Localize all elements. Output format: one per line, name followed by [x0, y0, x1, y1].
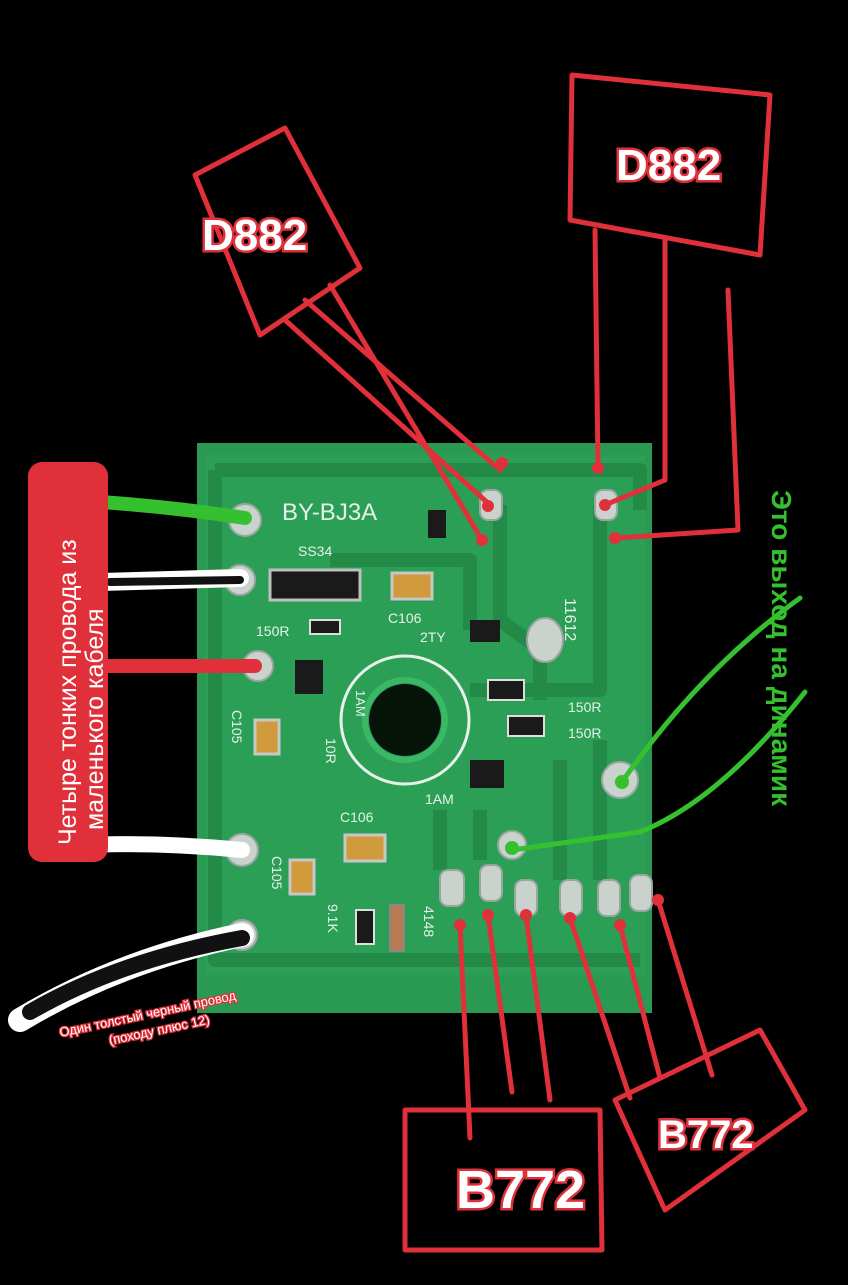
r11612-label: 11612 — [561, 598, 578, 641]
red-annotation-lines — [192, 72, 808, 1253]
left-wire-callout: Четыре тонких провода из маленького кабе… — [28, 462, 109, 862]
r9k1-label: 9.1K — [325, 904, 341, 933]
r150-left-label: 150R — [256, 623, 289, 639]
smd-components — [253, 510, 545, 952]
mounting-hole — [369, 684, 441, 756]
callout-line-2: маленького кабеля — [81, 608, 109, 830]
left-wires — [8, 493, 262, 1032]
pcb-model: BY-BJ3A — [282, 499, 377, 526]
b772-bottom-right-label: B772 — [658, 1113, 754, 1157]
d882-top-left-label: D882 — [202, 211, 307, 260]
ss34-label: SS34 — [298, 543, 332, 559]
r150-right-b-label: 150R — [568, 725, 601, 741]
1am-top-label: 1AM — [353, 690, 368, 717]
c106-top-label: C106 — [388, 610, 422, 626]
silkscreen: BY-BJ3A SS34 C106 2TY 150R 11612 150R 15… — [229, 499, 601, 937]
b772-bottom-left-label: B772 — [456, 1160, 585, 1220]
pcb-board: BY-BJ3A SS34 C106 2TY 150R 11612 150R 15… — [197, 443, 653, 1013]
speaker-output-lines — [509, 595, 808, 853]
1am-bottom-label: 1AM — [425, 791, 454, 807]
mounting-ring — [339, 654, 471, 786]
r150-right-a-label: 150R — [568, 699, 601, 715]
c105-bottom-label: C105 — [269, 856, 285, 890]
c106-bottom-label: C106 — [340, 809, 374, 825]
d882-top-right-label: D882 — [616, 141, 721, 190]
2ty-label: 2TY — [420, 629, 446, 645]
d882-top-right-outline — [567, 72, 773, 258]
speaker-output-annotation: Это выход на динамик — [766, 490, 797, 807]
diode-label: 4148 — [421, 906, 437, 937]
c105-left-label: C105 — [229, 710, 245, 744]
b772-bottom-left-outline — [402, 1107, 605, 1253]
b772-bottom-right-outline — [612, 1027, 808, 1213]
callout-line-1: Четыре тонких провода из — [54, 539, 82, 845]
r10-label: 10R — [323, 738, 339, 764]
red-pin-dots — [454, 457, 664, 931]
d882-top-left-outline — [192, 125, 363, 338]
